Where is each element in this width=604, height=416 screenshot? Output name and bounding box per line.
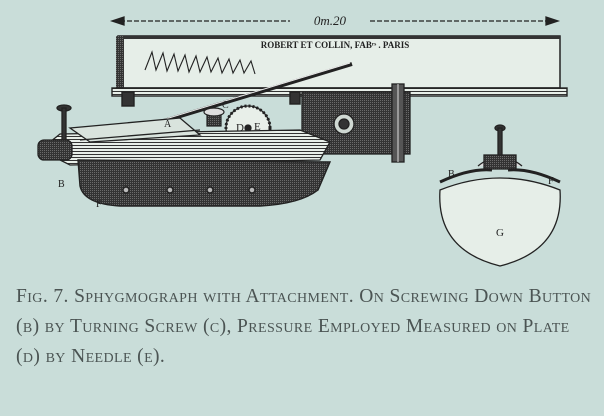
arm-pad	[77, 159, 332, 207]
button-b-left	[37, 104, 73, 161]
pulse-trace	[144, 50, 256, 75]
instrument-platform	[38, 117, 331, 166]
dimension-arrow	[109, 16, 561, 26]
label-f-right: F	[548, 176, 554, 187]
attachment-detail	[439, 124, 561, 267]
engraving-figure: 0m.20 ROBERT ET COLLIN, FABʳˢ . PARIS	[37, 13, 568, 267]
label-a: A	[164, 119, 172, 130]
maker-label: ROBERT ET COLLIN, FABʳˢ . PARIS	[261, 40, 410, 50]
label-g: G	[496, 227, 504, 239]
label-b-left: B	[58, 179, 65, 190]
screw-c	[203, 107, 225, 127]
label-e: E	[254, 121, 261, 133]
dimension-label: 0m.20	[314, 13, 347, 28]
label-c: C	[222, 100, 229, 111]
writing-plate	[116, 35, 561, 92]
label-d: D	[236, 122, 244, 134]
label-b-right: B	[448, 169, 455, 180]
figure-caption: Fig. 7. Sphygmograph with Attachment. On…	[16, 286, 592, 367]
label-f-left: F	[96, 199, 102, 210]
